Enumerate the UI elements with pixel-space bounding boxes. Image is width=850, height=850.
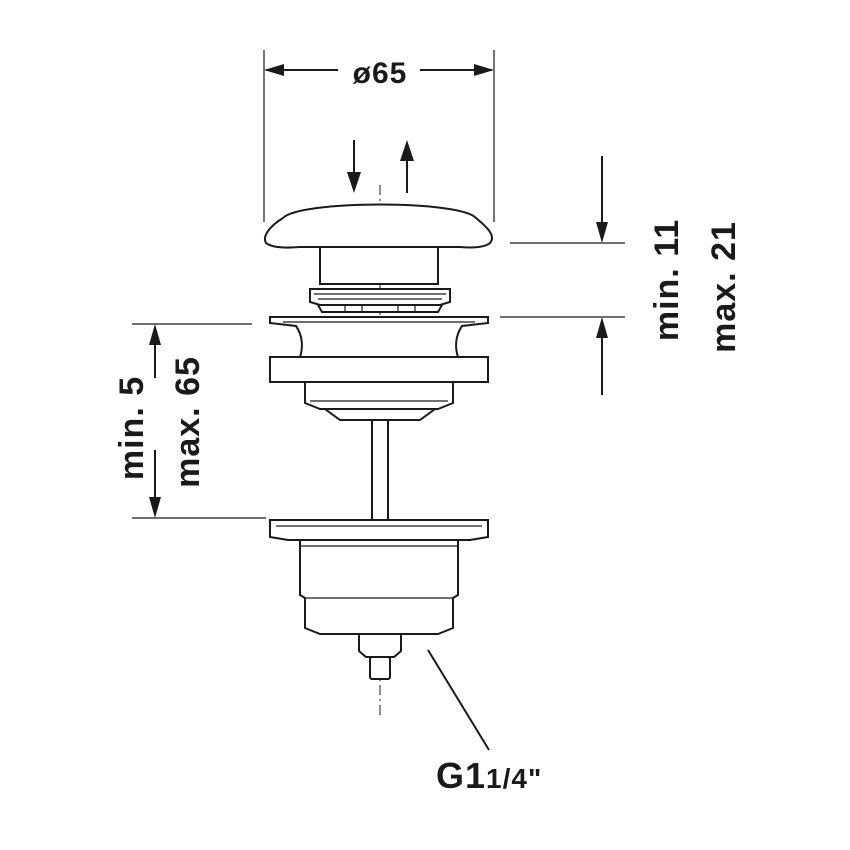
tail-pin [358,633,402,658]
thread-main: G1 [436,755,486,796]
arrow-up-icon [400,140,414,193]
tail-body [299,539,459,635]
lower-body [304,381,454,410]
mounting-washer [269,356,489,383]
basin-thickness-dimension: min. 5 max. 65 [113,323,266,519]
cap-travel-min-label: min. 11 [648,219,686,341]
connecting-rod [371,419,389,521]
upper-collar [309,288,451,306]
top-flange [269,316,489,358]
thread-fraction: 1/4" [486,763,542,794]
lower-flange [269,519,489,541]
thread-label: G11/4" [436,755,542,796]
diameter-label: ø65 [353,57,408,90]
cap-travel-dimension: min. 11 max. 21 [500,156,743,395]
cap-travel-max-label: max. 21 [705,221,743,353]
diameter-dimension: ø65 [263,50,495,222]
cap [264,203,494,249]
thread-callout: G11/4" [427,649,542,796]
basin-thickness-min-label: min. 5 [113,376,151,480]
valve-body [264,203,494,680]
arrow-down-icon [347,140,361,193]
basin-thickness-max-label: max. 65 [169,356,207,488]
